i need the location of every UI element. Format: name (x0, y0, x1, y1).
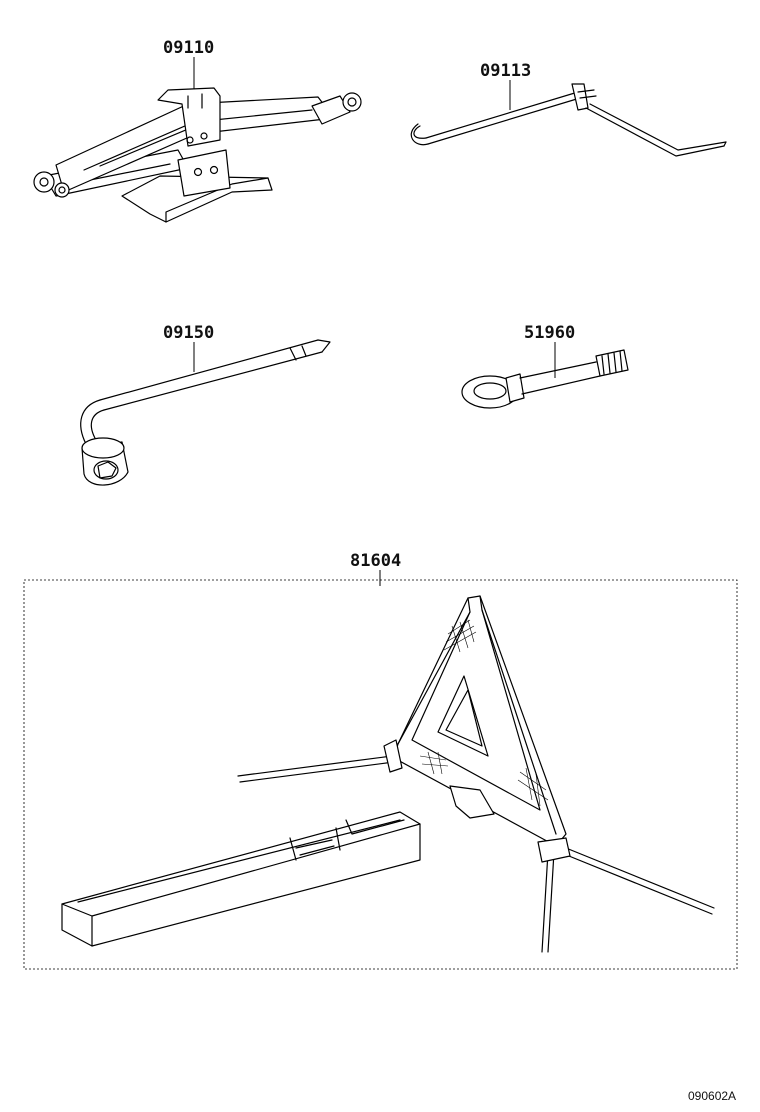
warning-triangle-illustration (237, 595, 715, 953)
triangle-case-illustration (61, 811, 421, 947)
part-number-label: 09113 (480, 61, 531, 81)
figure-code: 090602A (688, 1089, 736, 1103)
part-number-label: 09110 (163, 38, 214, 58)
wheel-wrench-illustration (80, 339, 331, 486)
part-towing-eye[interactable]: 51960 (461, 323, 629, 409)
part-number-label: 09150 (163, 323, 214, 343)
part-wheel-wrench[interactable]: 09150 (80, 323, 331, 486)
jack-handle-illustration (410, 83, 727, 157)
part-number-label: 81604 (350, 551, 401, 571)
part-jack[interactable]: 09110 (33, 38, 362, 223)
set-frame (23, 579, 738, 970)
part-jack-handle[interactable]: 09113 (410, 61, 727, 157)
scissor-jack-illustration (33, 87, 362, 223)
towing-eye-illustration (461, 349, 629, 409)
part-number-label: 51960 (524, 323, 575, 343)
part-warning-triangle-set[interactable]: 81604 (23, 551, 738, 970)
